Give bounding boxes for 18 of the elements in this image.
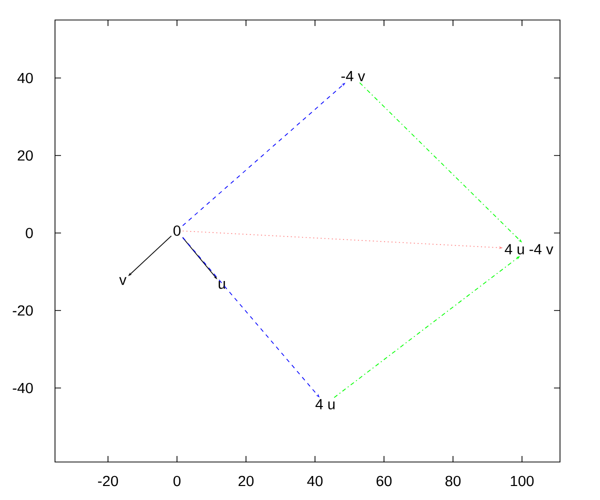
tick-label: 80 [445, 476, 461, 486]
point-label: 4 u -4 v [504, 244, 554, 254]
point-label: u [218, 281, 225, 289]
point-label: -4 v [341, 71, 366, 82]
tick-label: 0 [174, 476, 180, 486]
tick-label: -40 [12, 382, 33, 394]
tick-label: 100 [510, 476, 534, 486]
tick-label: 20 [18, 150, 33, 161]
point-label: v [119, 277, 126, 285]
point-label: 0 [174, 226, 180, 236]
point-label: 4 u [316, 399, 335, 410]
tick-label: 40 [17, 72, 33, 84]
tick-label: 40 [307, 476, 323, 486]
tick-label: 20 [238, 476, 254, 486]
tick-label: 60 [376, 476, 392, 486]
tick-label: 0 [26, 228, 33, 238]
tick-label: -20 [98, 476, 118, 486]
tick-label: -20 [12, 305, 33, 316]
